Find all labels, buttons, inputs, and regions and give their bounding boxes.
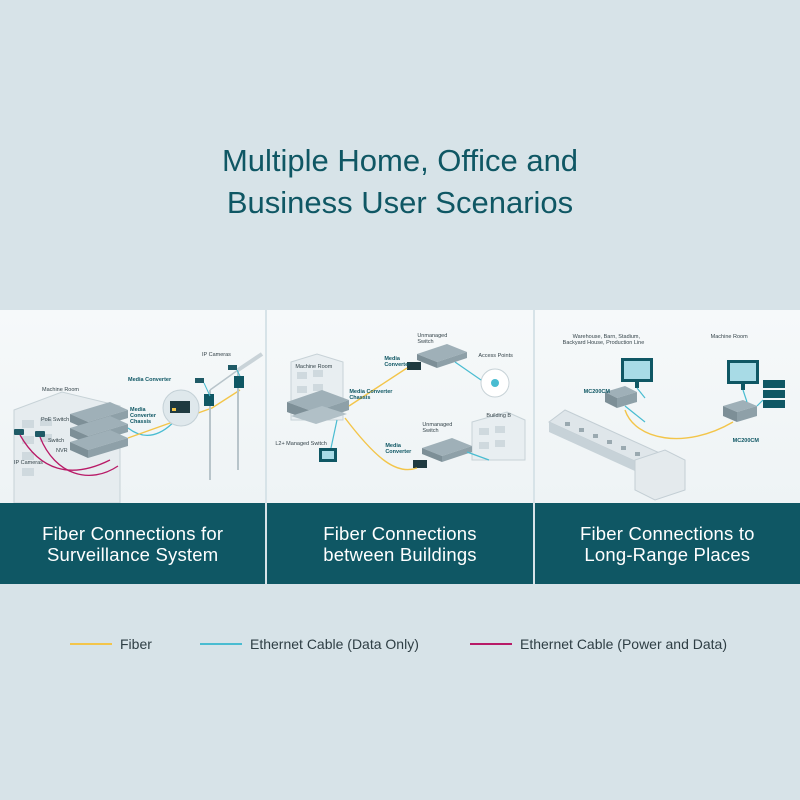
buildings-diagram — [287, 344, 526, 471]
label-unmanaged-top-2: Switch — [417, 339, 434, 345]
label-places-2: Backyard House, Production Line — [562, 340, 645, 346]
label-unmanaged-bot-2: Switch — [422, 428, 439, 434]
monitor-right-icon — [726, 360, 759, 390]
label-media-conv-bot-2: Converter — [385, 449, 412, 455]
media-converter-right-icon — [722, 400, 757, 422]
ethernet-cable — [236, 369, 241, 377]
long-range-illustration: Warehouse, Barn, Stadium, Backyard House… — [534, 310, 800, 503]
ethernet-cable — [330, 419, 338, 449]
caption-line-1: Fiber Connections for — [42, 522, 224, 544]
label-mc-chassis-3: Chassis — [130, 419, 152, 425]
camera-poles-icon — [195, 352, 264, 480]
label-machine-room: Machine Room — [42, 387, 79, 393]
ethernet-power-line-swatch — [470, 643, 512, 645]
rack-switches-icon — [70, 402, 128, 458]
ethernet-cable — [624, 405, 646, 423]
legend-label: Fiber — [120, 636, 152, 652]
caption-line-2: Surveillance System — [46, 543, 219, 565]
media-converter-zoom-icon — [162, 389, 200, 427]
surveillance-illustration: Machine Room PoE Switch Switch NVR IP Ca… — [0, 310, 266, 503]
caption-line-2: Long-Range Places — [584, 543, 751, 565]
caption-line-1: Fiber Connections to — [579, 522, 755, 544]
legend-item-ethernet-data: Ethernet Cable (Data Only) — [200, 630, 419, 658]
label-mc-chassis-2: Chassis — [349, 395, 371, 401]
ethernet-cable — [203, 382, 211, 397]
caption-long-range: Fiber Connections to Long-Range Places — [534, 503, 800, 584]
surveillance-diagram — [13, 352, 264, 503]
monitor-icon — [319, 448, 338, 462]
label-unmanaged-top-1: Unmanaged — [417, 333, 448, 339]
label-l2-switch: L2+ Managed Switch — [275, 441, 327, 447]
long-range-diagram — [547, 358, 785, 501]
fiber-cable — [348, 367, 408, 407]
label-media-conv-top-1: Media — [384, 356, 400, 362]
legend: Fiber Ethernet Cable (Data Only) Etherne… — [0, 630, 800, 658]
access-point-icon — [480, 368, 510, 398]
legend-item-ethernet-power: Ethernet Cable (Power and Data) — [470, 630, 727, 658]
label-switch: Switch — [48, 438, 65, 444]
label-media-converter: Media Converter — [128, 377, 172, 383]
label-ip-cameras-left: IP Cameras — [14, 460, 43, 466]
label-places-1: Warehouse, Barn, Stadium, — [572, 334, 641, 340]
label-ip-cameras-right: IP Cameras — [202, 352, 231, 358]
unmanaged-switch-top-icon — [407, 344, 468, 370]
caption-buildings: Fiber Connections between Buildings — [267, 503, 533, 584]
building-b-icon — [471, 411, 526, 461]
monitor-left-icon — [620, 358, 653, 388]
ip-camera-icon — [14, 429, 45, 437]
label-building-b: Building B — [486, 413, 512, 419]
media-converter-left-icon — [604, 386, 637, 408]
page-title: Multiple Home, Office and Business User … — [0, 140, 800, 224]
label-nvr: NVR — [56, 448, 68, 454]
server-rack-icon — [762, 380, 785, 408]
legend-label: Ethernet Cable (Data Only) — [250, 636, 419, 652]
legend-item-fiber: Fiber — [70, 630, 152, 658]
label-mc-chassis-1: Media — [130, 407, 146, 413]
fiber-cable — [127, 389, 241, 439]
chassis-switch-icon — [287, 390, 350, 424]
ethernet-cable — [636, 387, 646, 399]
caption-line-1: Fiber Connections — [323, 522, 477, 544]
ethernet-cable — [454, 361, 482, 381]
fiber-line-swatch — [70, 643, 112, 645]
label-mc-right: MC200CM — [732, 438, 759, 444]
label-mc-left: MC200CM — [583, 389, 610, 395]
fiber-cable — [344, 417, 418, 471]
ethernet-data-line-swatch — [200, 643, 242, 645]
caption-line-2: between Buildings — [323, 543, 477, 565]
caption-surveillance: Fiber Connections for Surveillance Syste… — [0, 503, 266, 584]
label-unmanaged-bot-1: Unmanaged — [422, 422, 453, 428]
ethernet-cable — [742, 389, 748, 403]
ethernet-cable — [756, 399, 764, 407]
title-line-1: Multiple Home, Office and — [221, 143, 579, 178]
production-line-icon — [547, 409, 686, 501]
scenario-panel-long-range: Warehouse, Barn, Stadium, Backyard House… — [534, 310, 800, 584]
poe-cable — [19, 434, 111, 471]
scenario-panel-surveillance: Machine Room PoE Switch Switch NVR IP Ca… — [0, 310, 266, 584]
label-mc-chassis-1: Media Converter — [349, 389, 393, 395]
label-media-conv-top-2: Converter — [384, 362, 411, 368]
legend-label: Ethernet Cable (Power and Data) — [520, 636, 727, 652]
poe-cable — [39, 436, 119, 476]
label-machine-room: Machine Room — [295, 364, 333, 370]
fiber-cable — [623, 409, 734, 440]
unmanaged-switch-bottom-icon — [413, 438, 473, 468]
label-media-conv-bot-1: Media — [385, 443, 401, 449]
title-line-2: Business User Scenarios — [226, 185, 574, 220]
scenario-panel-buildings: Machine Room Media Converter Chassis L2+… — [267, 310, 533, 584]
buildings-illustration: Machine Room Media Converter Chassis L2+… — [267, 310, 533, 503]
label-machine-room: Machine Room — [710, 334, 748, 340]
scenario-panels: Machine Room PoE Switch Switch NVR IP Ca… — [0, 310, 800, 584]
label-access-points: Access Points — [478, 353, 513, 359]
label-poe-switch: PoE Switch — [41, 417, 70, 423]
label-mc-chassis-2: Converter — [130, 413, 156, 419]
ethernet-cable — [467, 451, 490, 461]
